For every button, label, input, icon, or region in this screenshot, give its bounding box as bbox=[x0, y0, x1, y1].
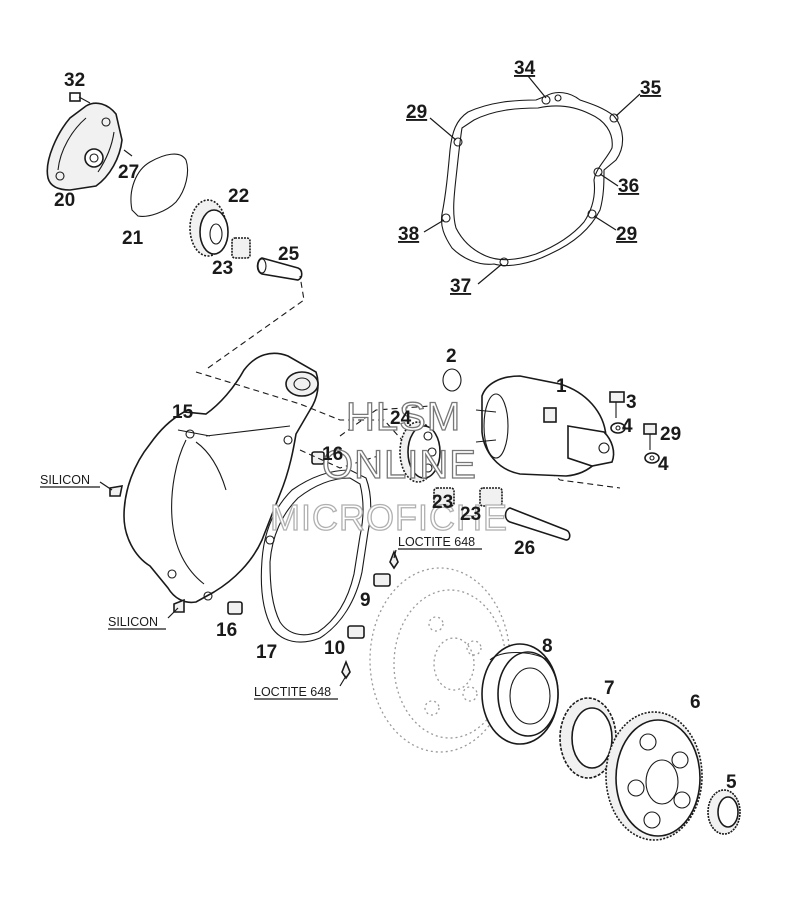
callout-29-gasket-right: 29 bbox=[616, 224, 637, 245]
callout-6: 6 bbox=[690, 692, 701, 713]
watermark-line-3: MICROFICHE bbox=[270, 497, 508, 538]
gasket-leaders bbox=[423, 75, 641, 285]
callout-16-top: 16 bbox=[322, 444, 343, 465]
pin-part-27 bbox=[123, 149, 133, 157]
callout-25: 25 bbox=[278, 244, 300, 265]
idler-gear-part-24 bbox=[399, 421, 441, 483]
callout-1: 1 bbox=[556, 376, 567, 397]
note-loctite-top: LOCTITE 648 bbox=[398, 535, 475, 549]
needle-bearing-part-23-top bbox=[231, 237, 251, 259]
callout-17: 17 bbox=[256, 642, 277, 663]
watermark-line-1: HLSM bbox=[346, 395, 461, 439]
o-ring-part-2 bbox=[442, 368, 462, 392]
starter-gear-part-6 bbox=[605, 711, 703, 841]
callout-37: 37 bbox=[450, 276, 471, 297]
gear-part-22 bbox=[189, 199, 229, 257]
needle-bearing-part-23-right bbox=[479, 487, 503, 507]
assembly-notes: SILICON SILICON LOCTITE 648 LOCTITE 648 bbox=[40, 473, 482, 700]
needle-bearing-part-5 bbox=[707, 789, 741, 835]
ignition-cover-part-15 bbox=[123, 352, 319, 604]
bolt-part-10 bbox=[347, 625, 365, 639]
cover-gasket-part-17 bbox=[260, 469, 372, 643]
callout-22: 22 bbox=[228, 186, 249, 207]
callout-32: 32 bbox=[64, 70, 85, 91]
callout-4-bottom: 4 bbox=[658, 454, 669, 475]
starter-motor-part-1 bbox=[475, 375, 615, 477]
callout-15: 15 bbox=[172, 402, 194, 423]
callout-16-bottom: 16 bbox=[216, 620, 237, 641]
bolt-part-3 bbox=[609, 391, 625, 418]
freewheel-housing-part-8 bbox=[481, 643, 559, 745]
cover-part-20 bbox=[46, 102, 123, 191]
callout-7: 7 bbox=[604, 678, 615, 699]
shaft-part-26 bbox=[504, 507, 571, 541]
note-leaders bbox=[99, 481, 397, 687]
callout-35: 35 bbox=[640, 78, 662, 99]
freewheel-cage-part-7 bbox=[559, 697, 617, 779]
note-silicon-top: SILICON bbox=[40, 473, 90, 487]
callout-29-bolt: 29 bbox=[660, 424, 681, 445]
loctite-drop-top bbox=[389, 549, 399, 570]
shaft-part-25 bbox=[256, 257, 303, 281]
washer-part-4-bottom bbox=[644, 452, 660, 464]
callout-29-gasket-top: 29 bbox=[406, 102, 427, 123]
callout-21: 21 bbox=[122, 228, 144, 249]
callout-23-right: 23 bbox=[460, 504, 481, 525]
watermark-line-2: ONLINE bbox=[322, 443, 477, 487]
callout-23-top: 23 bbox=[212, 258, 233, 279]
callout-5: 5 bbox=[726, 772, 737, 793]
needle-bearing-part-23-left bbox=[433, 487, 455, 507]
callout-26: 26 bbox=[514, 538, 535, 559]
callout-36: 36 bbox=[618, 176, 639, 197]
callout-4-top: 4 bbox=[622, 416, 633, 437]
bolt-part-29 bbox=[643, 423, 657, 450]
gasket-part-21 bbox=[130, 153, 189, 217]
bolt-part-9 bbox=[373, 573, 391, 587]
part-callouts: 32 27 20 22 21 23 25 34 35 29 36 29 38 3… bbox=[54, 58, 737, 793]
dowel-part-16-top bbox=[311, 451, 325, 465]
sealant-drop-silicon-top bbox=[109, 485, 124, 497]
loctite-drop-bottom bbox=[341, 659, 351, 680]
callout-9: 9 bbox=[360, 590, 371, 611]
callout-34: 34 bbox=[514, 58, 536, 79]
callout-27: 27 bbox=[118, 162, 139, 183]
bolt-part-32 bbox=[69, 92, 91, 104]
callout-23-left: 23 bbox=[432, 492, 453, 513]
callout-10: 10 bbox=[324, 638, 345, 659]
callout-24: 24 bbox=[390, 408, 412, 429]
washer-part-4-top bbox=[610, 422, 626, 434]
callout-2: 2 bbox=[446, 346, 457, 367]
note-loctite-bottom: LOCTITE 648 bbox=[254, 685, 331, 699]
callout-3: 3 bbox=[626, 392, 637, 413]
callout-38: 38 bbox=[398, 224, 419, 245]
cover-gasket-outline bbox=[440, 91, 624, 267]
callout-20: 20 bbox=[54, 190, 75, 211]
note-silicon-bottom: SILICON bbox=[108, 615, 158, 629]
callout-8: 8 bbox=[542, 636, 553, 657]
dowel-part-16-bottom bbox=[227, 601, 243, 615]
watermark: HLSM ONLINE MICROFICHE bbox=[269, 394, 508, 538]
